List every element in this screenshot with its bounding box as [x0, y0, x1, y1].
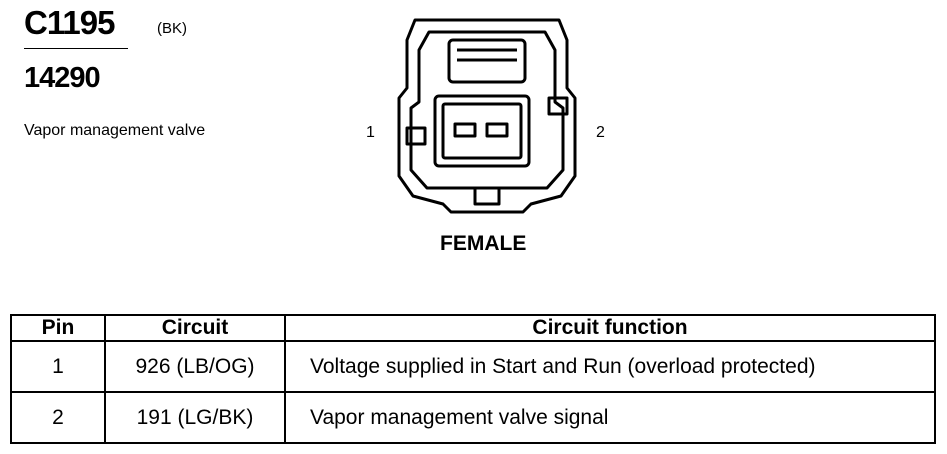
terminal-block-inner	[441, 102, 523, 160]
table-header-row: Pin Circuit Circuit function	[10, 314, 936, 342]
color-code: (BK)	[157, 20, 187, 37]
connector-face-drawing	[397, 18, 577, 214]
component-description: Vapor management valve	[24, 122, 206, 139]
function-cell: Voltage supplied in Start and Run (overl…	[284, 340, 936, 393]
connector-housing-outline	[397, 18, 577, 214]
left-key	[405, 126, 427, 146]
right-key	[547, 96, 569, 116]
locking-tab	[447, 38, 527, 84]
title-divider	[24, 48, 128, 49]
table-row: 2 191 (LG/BK) Vapor management valve sig…	[10, 391, 936, 444]
connector-gender-label: FEMALE	[440, 232, 527, 255]
header-circuit: Circuit	[104, 314, 286, 342]
function-cell: Vapor management valve signal	[284, 391, 936, 444]
pin-label-1: 1	[366, 124, 375, 141]
pin-cell: 1	[10, 340, 106, 393]
header-pin: Pin	[10, 314, 106, 342]
pin-label-2: 2	[596, 124, 605, 141]
connector-id: C1195	[24, 4, 115, 41]
circuit-cell: 926 (LB/OG)	[104, 340, 286, 393]
part-number: 14290	[24, 62, 101, 94]
circuit-cell: 191 (LG/BK)	[104, 391, 286, 444]
pin-cavity-2	[485, 122, 509, 138]
table-row: 1 926 (LB/OG) Voltage supplied in Start …	[10, 340, 936, 393]
header-circuit-function: Circuit function	[284, 314, 936, 342]
pin-cavity-1	[453, 122, 477, 138]
terminal-block	[433, 94, 531, 168]
bottom-key	[473, 188, 501, 206]
pinout-table: Pin Circuit Circuit function 1 926 (LB/O…	[10, 314, 936, 444]
pin-cell: 2	[10, 391, 106, 444]
connector-inner-outline	[409, 30, 565, 190]
